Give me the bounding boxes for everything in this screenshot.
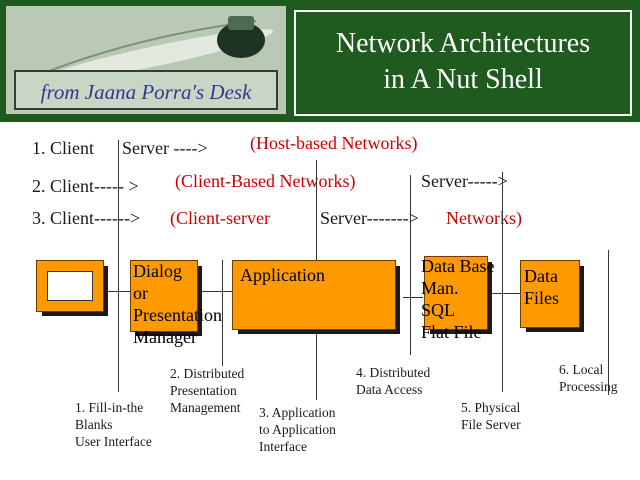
row1-label: (Host-based Networks) [250, 133, 418, 153]
database-line-4: Flat File [421, 322, 482, 342]
page-title: Network Architectures in A Nut Shell [294, 10, 632, 116]
connector-2 [200, 291, 232, 292]
row2-label: (Client-Based Networks) [175, 171, 356, 191]
database-line-3: SQL [421, 300, 456, 320]
label-4-line-2: Data Access [356, 382, 423, 397]
label-3-line-3: Interface [259, 439, 307, 454]
divider-6 [608, 250, 609, 395]
divider-2 [222, 260, 223, 366]
monitor-icon [36, 260, 104, 312]
database-line-1: Data Base [421, 256, 495, 276]
dialog-line-2: or [133, 283, 148, 303]
row3-server: Server-------> [320, 208, 419, 228]
row1-server: Server ----> [122, 138, 208, 158]
datafiles-box [520, 260, 580, 328]
database-label: Data Base Man. SQL Flat File [421, 255, 494, 343]
label-fill-in-the-blanks: 1. Fill-in-the Blanks User Interface [75, 399, 152, 450]
database-box [424, 256, 488, 330]
label-2-line-3: Management [170, 400, 241, 415]
label-distributed-presentation: 2. Distributed Presentation Management [170, 365, 244, 416]
datafiles-label: Data Files [524, 265, 559, 309]
connector-3 [403, 297, 423, 298]
application-label: Application [240, 265, 325, 285]
row3-label-1: (Client-server [170, 208, 270, 228]
label-1-line-2: Blanks [75, 417, 113, 432]
divider-1 [118, 140, 119, 392]
divider-5 [502, 172, 503, 392]
title-line-1: Network Architectures [335, 28, 591, 59]
label-6-line-1: 6. Local [559, 362, 604, 377]
label-4-line-1: 4. Distributed [356, 365, 431, 380]
connector-1 [108, 291, 130, 292]
logo: from Jaana Porra's Desk [6, 6, 286, 114]
dialog-line-3: Presentation [133, 305, 222, 325]
row2-client: 2. Client----- > [32, 176, 139, 196]
connector-4 [492, 293, 520, 294]
logo-text: from Jaana Porra's Desk [14, 70, 278, 110]
row2-server: Server-----> [421, 171, 508, 191]
row1-client: 1. Client [32, 138, 94, 158]
dialog-box [130, 260, 198, 332]
row3-client: 3. Client------> [32, 208, 141, 228]
divider-4 [410, 175, 411, 355]
database-line-2: Man. [421, 278, 459, 298]
application-box [232, 260, 396, 330]
label-2-line-2: Presentation [170, 383, 237, 398]
label-6-line-2: Processing [559, 379, 618, 394]
row3-label-2: Networks) [446, 208, 522, 228]
dialog-line-4: Manager [133, 327, 197, 347]
datafiles-line-1: Data [524, 266, 558, 286]
label-5-line-2: File Server [461, 417, 521, 432]
header: from Jaana Porra's Desk Network Architec… [0, 0, 640, 120]
label-distributed-data-access: 4. Distributed Data Access [356, 364, 430, 398]
label-physical-file-server: 5. Physical File Server [461, 399, 521, 433]
dialog-line-1: Dialog [133, 261, 182, 281]
label-3-line-2: to Application [259, 422, 336, 437]
label-1-line-1: 1. Fill-in-the [75, 400, 144, 415]
label-3-line-1: 3. Application [259, 405, 336, 420]
datafiles-line-2: Files [524, 288, 560, 308]
dialog-label: Dialog or Presentation Manager [133, 260, 222, 348]
label-local-processing: 6. Local Processing [559, 361, 618, 395]
title-line-2: in A Nut Shell [383, 64, 543, 95]
label-5-line-1: 5. Physical [461, 400, 521, 415]
label-application-interface: 3. Application to Application Interface [259, 404, 336, 455]
label-2-line-1: 2. Distributed [170, 366, 245, 381]
label-1-line-3: User Interface [75, 434, 152, 449]
